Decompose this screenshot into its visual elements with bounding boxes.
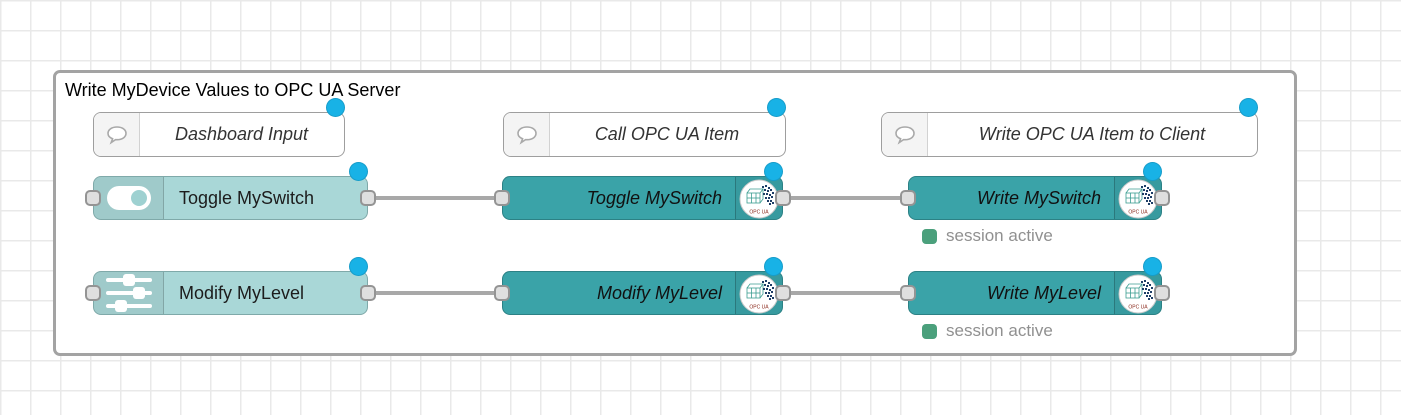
- input-port[interactable]: [85, 190, 101, 206]
- status-label: session active: [946, 226, 1053, 245]
- node-icon-area: [94, 177, 164, 219]
- changed-indicator: [764, 257, 783, 276]
- speech-bubble-icon: [894, 125, 915, 145]
- node-status: session active: [922, 321, 1053, 341]
- node-status: session active: [922, 226, 1053, 246]
- status-label: session active: [946, 321, 1053, 340]
- comment-node[interactable]: Dashboard Input: [93, 112, 345, 157]
- status-dot-icon: [922, 228, 937, 244]
- output-port[interactable]: [360, 285, 376, 301]
- toggle-icon: [106, 186, 151, 210]
- opcua-badge-icon: OPC UA: [739, 179, 779, 219]
- opcua-badge-icon: OPC UA: [1118, 179, 1158, 219]
- input-port[interactable]: [900, 285, 916, 301]
- svg-text:OPC UA: OPC UA: [749, 210, 769, 216]
- input-port[interactable]: [494, 285, 510, 301]
- comment-icon-area: [94, 113, 140, 156]
- changed-indicator: [326, 98, 345, 117]
- comment-node[interactable]: Call OPC UA Item: [503, 112, 786, 157]
- output-port[interactable]: [775, 285, 791, 301]
- changed-indicator: [349, 257, 368, 276]
- wire[interactable]: [783, 291, 910, 295]
- changed-indicator: [1143, 162, 1162, 181]
- comment-node[interactable]: Write OPC UA Item to Client: [881, 112, 1258, 157]
- wire[interactable]: [368, 196, 504, 200]
- changed-indicator: [764, 162, 783, 181]
- input-port[interactable]: [900, 190, 916, 206]
- comment-label: Write OPC UA Item to Client: [978, 124, 1206, 144]
- group-title: Write MyDevice Values to OPC UA Server: [65, 80, 401, 100]
- output-port[interactable]: [1154, 190, 1170, 206]
- svg-text:OPC UA: OPC UA: [1128, 305, 1148, 311]
- output-port[interactable]: [775, 190, 791, 206]
- speech-bubble-icon: [106, 125, 127, 145]
- comment-label: Call OPC UA Item: [594, 124, 740, 144]
- speech-bubble-icon: [516, 125, 537, 145]
- output-port[interactable]: [1154, 285, 1170, 301]
- ui-switch-node[interactable]: Toggle MySwitch: [93, 176, 368, 220]
- node-icon-area: [94, 272, 164, 314]
- node-label: Write MySwitch: [976, 187, 1101, 208]
- opcua-item-node[interactable]: Toggle MySwitch OPC UA: [502, 176, 783, 220]
- node-label: Modify MyLevel: [596, 282, 722, 303]
- comment-icon-area: [504, 113, 550, 156]
- comment-label: Dashboard Input: [174, 124, 309, 144]
- node-label: Write MyLevel: [986, 282, 1101, 303]
- node-label: Modify MyLevel: [179, 282, 305, 303]
- changed-indicator: [349, 162, 368, 181]
- input-port[interactable]: [85, 285, 101, 301]
- node-label: Toggle MySwitch: [586, 187, 722, 208]
- wire[interactable]: [783, 196, 910, 200]
- opcua-write-node[interactable]: Write MyLevel OPC UA: [908, 271, 1162, 315]
- svg-text:OPC UA: OPC UA: [749, 305, 769, 311]
- svg-text:OPC UA: OPC UA: [1128, 210, 1148, 216]
- opcua-item-node[interactable]: Modify MyLevel OPC UA: [502, 271, 783, 315]
- output-port[interactable]: [360, 190, 376, 206]
- node-label: Toggle MySwitch: [179, 187, 315, 208]
- changed-indicator: [767, 98, 786, 117]
- sliders-icon: [105, 274, 152, 312]
- changed-indicator: [1239, 98, 1258, 117]
- ui-slider-node[interactable]: Modify MyLevel: [93, 271, 368, 315]
- opcua-badge-icon: OPC UA: [739, 274, 779, 314]
- wire[interactable]: [368, 291, 504, 295]
- status-dot-icon: [922, 323, 937, 339]
- changed-indicator: [1143, 257, 1162, 276]
- opcua-write-node[interactable]: Write MySwitch OPC UA: [908, 176, 1162, 220]
- comment-icon-area: [882, 113, 928, 156]
- input-port[interactable]: [494, 190, 510, 206]
- opcua-badge-icon: OPC UA: [1118, 274, 1158, 314]
